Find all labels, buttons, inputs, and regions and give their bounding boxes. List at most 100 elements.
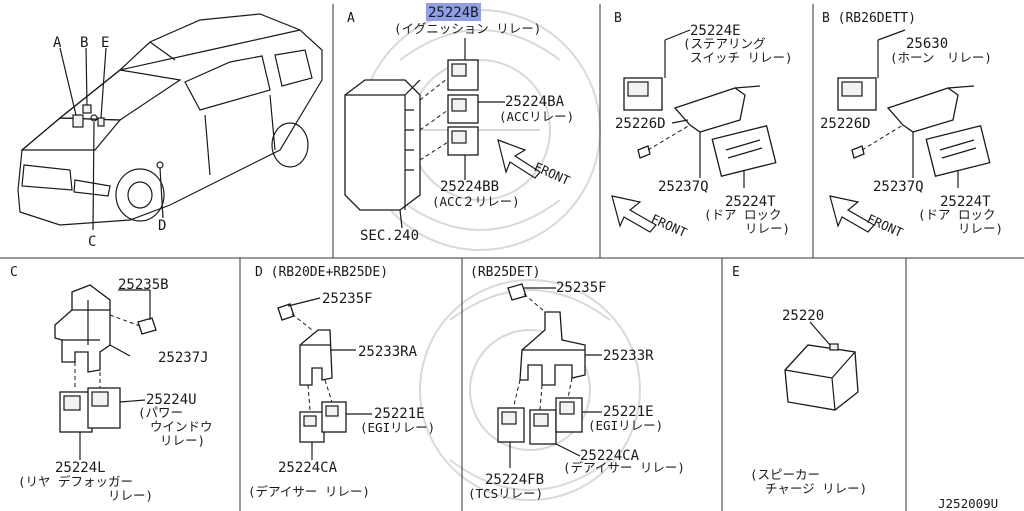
part-number-25224e[interactable]: 25224E bbox=[690, 23, 741, 39]
part-desc-25224e-2: スイッチ リレー) bbox=[690, 50, 793, 65]
car-body-outline bbox=[17, 13, 323, 226]
part-desc-25224u-2: ウインドウ bbox=[150, 419, 213, 434]
car-relay-c-location bbox=[90, 114, 98, 122]
part-number-25226d-b[interactable]: 25226D bbox=[615, 116, 666, 132]
part-desc-25224t-b2-2: リレー) bbox=[958, 221, 1003, 236]
part-number-25237q-b[interactable]: 25237Q bbox=[658, 179, 709, 195]
car-door-lines bbox=[204, 94, 276, 176]
bolt-25235b bbox=[137, 317, 157, 335]
part-number-25221e-d1[interactable]: 25221E bbox=[374, 406, 425, 422]
section-c: C 25235B 25237J 25224U (パワー ウインドウ リレー) 2… bbox=[10, 265, 213, 503]
car-headlight bbox=[73, 179, 111, 197]
bracket-25237q-b2 bbox=[886, 87, 959, 133]
front-arrow-a bbox=[497, 139, 541, 179]
front-label-b: FRONT bbox=[649, 211, 690, 240]
part-number-25233ra[interactable]: 25233RA bbox=[358, 344, 418, 360]
bracket-25233r bbox=[519, 311, 586, 386]
part-number-25224t-b[interactable]: 25224T bbox=[725, 194, 776, 210]
part-number-25224l[interactable]: 25224L bbox=[55, 460, 106, 476]
front-label-a: FRONT bbox=[532, 159, 573, 188]
part-number-25224t-b2[interactable]: 25224T bbox=[940, 194, 991, 210]
car-side-windows bbox=[184, 49, 313, 111]
car-label-b: B bbox=[80, 35, 88, 51]
part-number-25224bb[interactable]: 25224BB bbox=[440, 179, 499, 195]
part-desc-25224t-b2-1: (ドア ロック bbox=[918, 207, 996, 222]
part-desc-25224ba: (ACCリレー) bbox=[499, 109, 574, 124]
section-d1-header: D (RB20DE+RB25DE) bbox=[255, 265, 388, 280]
part-number-25224ca-d2[interactable]: 25224CA bbox=[580, 448, 640, 464]
part-number-25233r[interactable]: 25233R bbox=[603, 348, 654, 364]
section-rb25det: (RB25DET) 25235F 25233R 25221E (EGIリレー) … bbox=[468, 265, 685, 501]
part-desc-25224ca-d1: (デアイサー リレー) bbox=[248, 484, 370, 499]
part-number-25237j[interactable]: 25237J bbox=[158, 350, 209, 366]
car-label-d: D bbox=[158, 218, 166, 234]
part-number-25224u[interactable]: 25224U bbox=[146, 392, 197, 408]
panel-grid bbox=[0, 4, 1024, 511]
part-number-25235f-d2[interactable]: 25235F bbox=[556, 280, 607, 296]
part-desc-25220-2: チャージ リレー) bbox=[765, 481, 867, 496]
bolt-25235f-d1 bbox=[277, 303, 295, 321]
relay-25224t-b2 bbox=[925, 125, 991, 177]
sec-240-label[interactable]: SEC.240 bbox=[360, 228, 419, 244]
part-number-25226d-b2[interactable]: 25226D bbox=[820, 116, 871, 132]
part-desc-25224bb: (ACC２リレー) bbox=[432, 194, 520, 209]
car-overview: A B E C D bbox=[17, 13, 323, 250]
bracket-25237q-b bbox=[673, 87, 746, 133]
part-number-25224fb[interactable]: 25224FB bbox=[485, 472, 544, 488]
section-a: A 25224B (イグニッション リレー) 25224BA (ACCリレー) … bbox=[344, 3, 574, 244]
part-number-25237q-b2[interactable]: 25237Q bbox=[873, 179, 924, 195]
front-label-b2: FRONT bbox=[865, 211, 906, 240]
section-b: B 25224E (ステアリング スイッチ リレー) 25226D 25237Q… bbox=[611, 11, 793, 240]
part-number-25221e-d2[interactable]: 25221E bbox=[603, 404, 654, 420]
section-c-header: C bbox=[10, 265, 18, 280]
bracket-25237j bbox=[54, 284, 111, 373]
part-number-25224b[interactable]: 25224B bbox=[428, 5, 479, 21]
part-desc-25221e-d1: (EGIリレー) bbox=[360, 420, 435, 435]
diagram-code: J252009U bbox=[938, 496, 998, 511]
part-highlight-box bbox=[426, 3, 481, 21]
part-desc-25224t-b-2: リレー) bbox=[745, 221, 790, 236]
section-e: E 25220 (スピーカー チャージ リレー) bbox=[732, 265, 867, 496]
section-e-header: E bbox=[732, 265, 740, 280]
part-desc-25224t-b-1: (ドア ロック bbox=[704, 207, 782, 222]
part-number-25630[interactable]: 25630 bbox=[906, 36, 948, 52]
section-b-header: B bbox=[614, 11, 622, 26]
part-desc-25224fb: (TCSリレー) bbox=[468, 486, 543, 501]
car-relay-b-location bbox=[82, 104, 92, 114]
part-desc-25224u-1: (パワー bbox=[138, 405, 183, 420]
part-desc-25224l-2: リレー) bbox=[108, 488, 153, 503]
car-front-wheel-hub bbox=[127, 181, 153, 209]
part-desc-25224ca-d2: (デアイサー リレー) bbox=[563, 460, 685, 475]
part-desc-25224l-1: (リヤ デフォッガー bbox=[18, 474, 133, 489]
relay-block-sec240 bbox=[344, 79, 421, 211]
car-relay-e-location bbox=[97, 117, 105, 127]
car-relay-a-location bbox=[72, 114, 84, 128]
part-number-25235f-d1[interactable]: 25235F bbox=[322, 291, 373, 307]
part-desc-25224u-3: リレー) bbox=[160, 433, 205, 448]
car-relay-d-location bbox=[156, 161, 164, 169]
car-label-a: A bbox=[53, 35, 62, 51]
relay-25220 bbox=[784, 344, 859, 411]
part-desc-25630: (ホーン リレー) bbox=[890, 50, 992, 65]
part-number-25224ba[interactable]: 25224BA bbox=[505, 94, 565, 110]
part-desc-25224b: (イグニッション リレー) bbox=[394, 21, 541, 36]
car-roof-line bbox=[119, 29, 301, 71]
car-hood bbox=[20, 117, 122, 151]
section-b2-header: B (RB26DETT) bbox=[822, 11, 916, 26]
relay-25224t-b bbox=[711, 125, 777, 177]
front-arrow-b2 bbox=[829, 195, 875, 233]
part-number-25224ca-d1[interactable]: 25224CA bbox=[278, 460, 338, 476]
car-windshield bbox=[58, 69, 182, 121]
car-rear-wheel bbox=[271, 122, 309, 168]
car-label-e: E bbox=[101, 35, 109, 51]
bracket-25233ra bbox=[299, 329, 333, 386]
part-number-25220[interactable]: 25220 bbox=[782, 308, 824, 324]
bolt-25235f-d2 bbox=[507, 283, 527, 301]
car-label-c: C bbox=[88, 234, 96, 250]
section-a-header: A bbox=[347, 11, 355, 26]
car-front-wheel bbox=[115, 168, 165, 222]
car-front-grille bbox=[21, 164, 73, 191]
section-d2-header: (RB25DET) bbox=[470, 265, 540, 280]
part-number-25235b[interactable]: 25235B bbox=[118, 277, 169, 293]
